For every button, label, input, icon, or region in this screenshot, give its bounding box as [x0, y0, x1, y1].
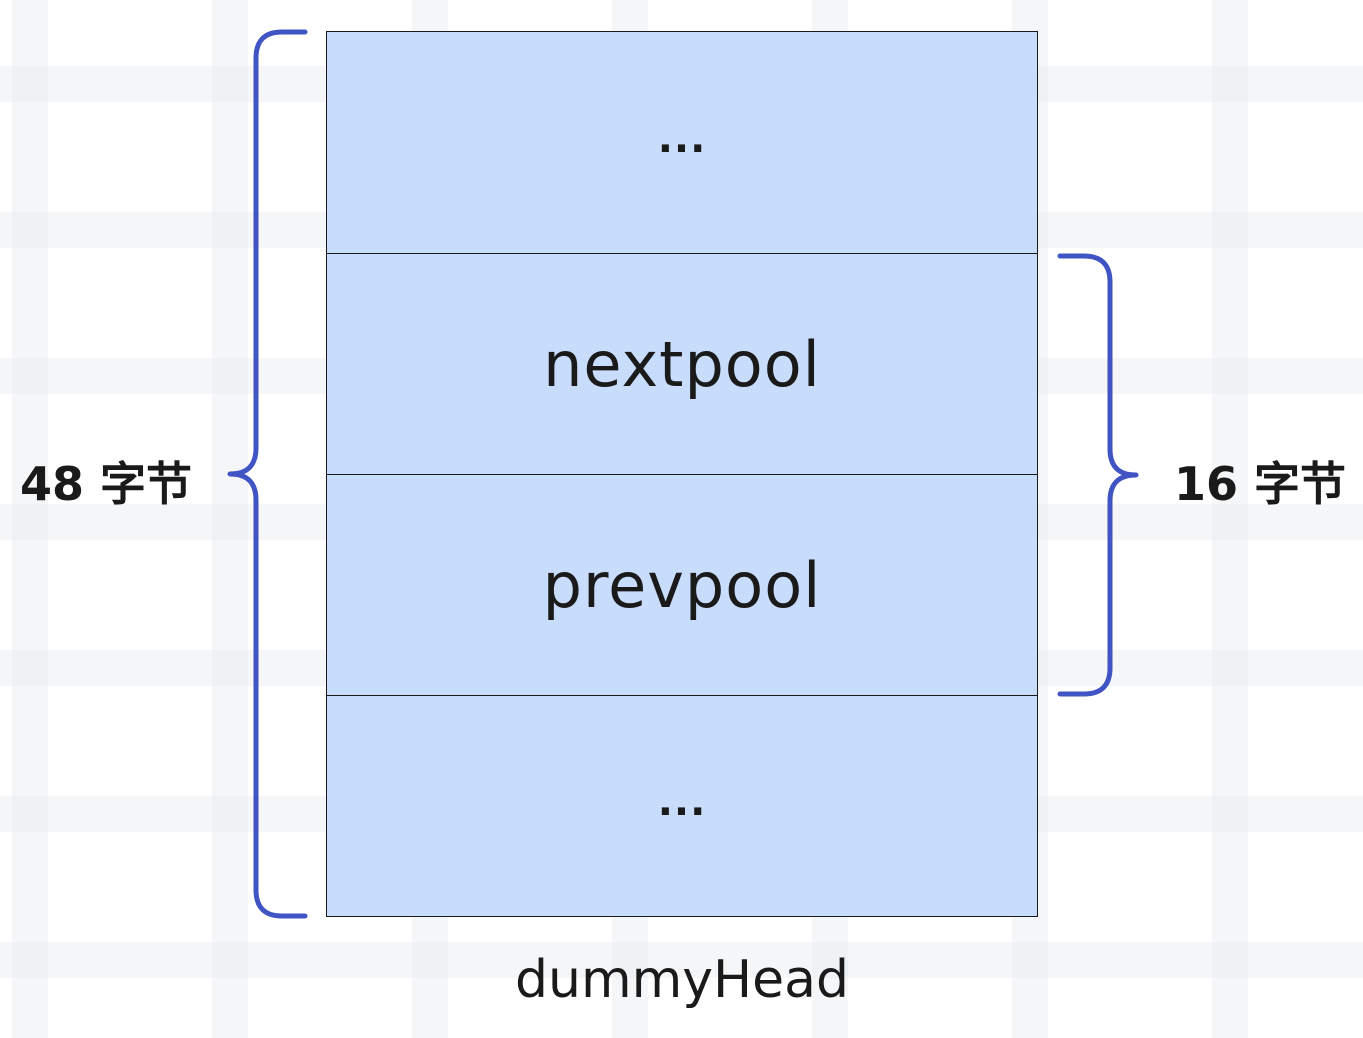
memory-block: ... nextpool prevpool ... — [326, 31, 1038, 917]
cell-top-text: ... — [657, 115, 707, 162]
cell-nextpool: nextpool — [327, 253, 1037, 474]
cell-bottom-text: ... — [657, 779, 707, 825]
left-size-label: 48 字节 — [20, 457, 193, 511]
right-brace — [1057, 253, 1139, 697]
cell-bottom-ellipsis: ... — [327, 695, 1037, 916]
left-brace — [227, 29, 308, 919]
cell-prevpool-text: prevpool — [542, 548, 822, 622]
cell-prevpool: prevpool — [327, 474, 1037, 695]
cell-nextpool-text: nextpool — [543, 327, 821, 401]
cell-top-ellipsis: ... — [327, 32, 1037, 253]
right-size-label: 16 字节 — [1174, 457, 1347, 511]
diagram-caption: dummyHead — [514, 950, 849, 1010]
